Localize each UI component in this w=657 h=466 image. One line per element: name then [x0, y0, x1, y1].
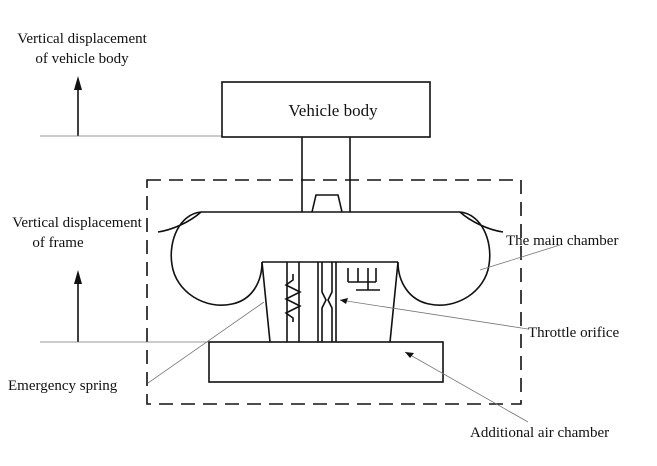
frame-displacement-label-line2: of frame	[32, 235, 84, 251]
throttle-orifice-right	[327, 262, 333, 342]
body-displacement-arrowhead	[74, 76, 82, 90]
main-chamber-left-bellow	[170, 211, 263, 306]
throttle-orifice-arrowhead	[340, 298, 348, 304]
frame-displacement-label-line1: Vertical displacement	[12, 215, 142, 231]
emergency-spring-coil	[284, 274, 302, 322]
additional-air-chamber-label: Additional air chamber	[470, 425, 609, 441]
additional-air-chamber-box	[208, 341, 444, 383]
vehicle-body-label: Vehicle body	[288, 101, 378, 120]
body-displacement-label-line2: of vehicle body	[35, 51, 129, 67]
vehicle-body-box	[221, 81, 431, 138]
body-displacement-label-line1: Vertical displacement	[17, 31, 147, 47]
damper-piston	[356, 268, 380, 291]
leader-additional-air-chamber	[404, 351, 529, 423]
dashed-boundary	[146, 179, 522, 405]
leader-emergency-spring	[147, 301, 265, 384]
throttle-orifice-left	[321, 262, 327, 342]
main-chamber-right-bellow	[397, 211, 491, 306]
frame-displacement-arrowhead	[74, 270, 82, 284]
additional-chamber-arrowhead	[405, 352, 414, 358]
main-chamber-label: The main chamber	[506, 233, 618, 249]
emergency-spring-label: Emergency spring	[8, 378, 118, 394]
throttle-orifice-label: Throttle orifice	[528, 325, 620, 341]
support-left-edge	[261, 261, 271, 343]
piston-cap	[311, 194, 343, 213]
damper-walls	[347, 268, 377, 282]
main-chamber-right-lip	[459, 211, 504, 233]
leader-throttle-orifice	[339, 299, 529, 330]
main-chamber-left-lip	[157, 211, 202, 233]
leader-main-chamber	[479, 244, 561, 271]
support-right-edge	[389, 261, 399, 343]
